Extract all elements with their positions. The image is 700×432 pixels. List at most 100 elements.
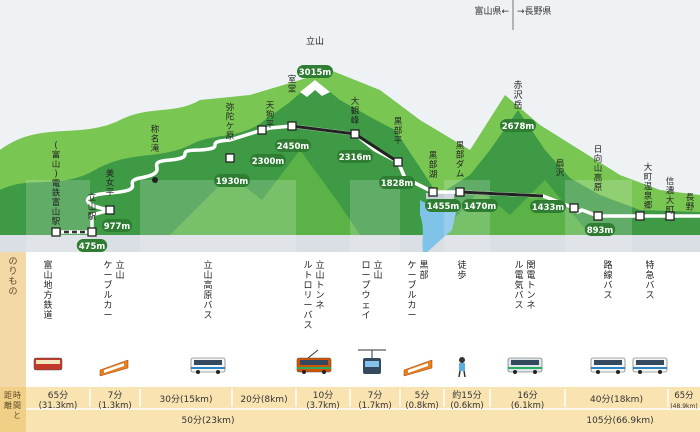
time-value: 10分 [313,390,333,401]
station-name: 黒部湖 [429,151,438,180]
altitude-badge [500,119,536,132]
time-cell-t7: 5分(0.8km) [399,389,439,411]
svg-text:堂: 堂 [288,84,297,95]
cable-icon [403,359,433,377]
svg-text:美: 美 [106,168,115,179]
svg-text:郷: 郷 [644,201,653,211]
altitude-value: 1433m [532,203,565,213]
station-marker [635,211,645,221]
time-cell-t8: 約15分(0.6km) [443,389,484,411]
norimono-label-cell [0,252,26,387]
svg-text:町: 町 [644,173,653,183]
svg-text:バ: バ [203,300,212,311]
station-name: 大観峰 [351,96,360,126]
distance-value: (31.3km) [39,401,78,411]
svg-text:女: 女 [106,178,115,189]
svg-text:ン: ン [315,291,324,301]
svg-text:原: 原 [226,132,235,142]
time-layer: 65分(31.3km)7分(1.3km)30分(15km)20分(8km)10分… [39,389,698,426]
station-marker [569,203,579,213]
svg-text:急: 急 [645,269,654,281]
svg-text:山: 山 [373,270,382,281]
pref-label-nagano: →長野県 [517,6,552,17]
station-name: 天狗平 [266,101,275,130]
snow-cap [300,80,330,97]
station-name: 立山 [306,35,324,47]
station-shomyo: 称名滝 [151,124,160,183]
station-marker [225,153,235,163]
svg-text:陀: 陀 [226,112,235,123]
svg-text:富: 富 [52,197,61,208]
svg-text:イ: イ [361,311,370,321]
svg-text:ン: ン [526,291,535,301]
svg-text:間: 間 [13,401,21,410]
svg-text:ー: ー [407,271,416,281]
svg-text:観: 観 [351,106,360,117]
svg-text:特: 特 [645,259,654,271]
svg-text:ス: ス [514,301,523,311]
svg-text:方: 方 [43,289,52,301]
svg-text:山: 山 [594,163,603,174]
pref-label-toyama: 富山県← [474,5,509,17]
svg-text:ル: ル [407,291,416,301]
altitude-badge [76,239,108,252]
svg-text:ム: ム [456,170,465,180]
svg-text:電: 電 [526,270,535,281]
svg-text:原: 原 [594,183,603,193]
svg-text:部: 部 [419,269,428,281]
time-total-value: 105分(66.9km) [586,415,653,426]
svg-text:ト: ト [315,281,324,291]
altitude-badge [425,199,461,212]
svg-text:山: 山 [43,270,52,281]
svg-text:ス: ス [603,291,612,301]
svg-text:ブ: ブ [103,279,112,291]
station-name: 称名滝 [151,124,160,154]
station-marker [51,227,61,237]
svg-text:岳: 岳 [513,99,522,111]
altitude-badge [297,65,333,78]
distance-value: (0.8km) [405,401,438,411]
svg-text:ー: ー [407,311,416,321]
station-name: 長野 [686,193,695,213]
time-value: 16分 [517,390,537,401]
station-name: 扇沢 [556,158,565,179]
trolley-icon [296,349,332,374]
svg-text:高: 高 [203,279,212,291]
svg-text:立: 立 [115,259,124,271]
station-marker [593,211,603,221]
svg-text:ー: ー [303,301,312,311]
svg-text:徒: 徒 [457,259,466,271]
time-cell-t2: 7分(1.3km) [89,389,132,411]
svg-text:(: ( [54,141,57,151]
altitude-value: 2316m [339,153,372,163]
transport-name: 立山 [115,259,124,281]
svg-text:立: 立 [203,259,212,271]
svg-text:時: 時 [13,391,21,400]
svg-text:ブ: ブ [407,279,416,291]
svg-text:ネ: ネ [526,300,535,311]
svg-text:距: 距 [4,391,12,400]
altitude-value: 977m [104,222,131,232]
altitude-value: 893m [587,226,614,236]
svg-text:駅: 駅 [52,217,61,227]
svg-text:地: 地 [43,279,52,291]
svg-text:山: 山 [88,202,97,213]
svg-text:も: も [8,276,17,287]
svg-text:ス: ス [303,321,312,331]
ropeway-icon [358,349,386,374]
distance-value: (0.6km) [450,401,483,411]
